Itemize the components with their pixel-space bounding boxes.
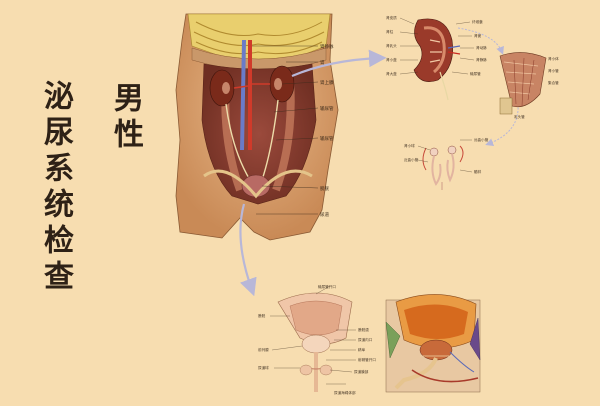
flow-arrows [239, 27, 519, 297]
svg-text:输尿管: 输尿管 [320, 105, 334, 112]
svg-text:纤维囊: 纤维囊 [472, 19, 483, 24]
svg-text:肾静脉: 肾静脉 [320, 43, 334, 50]
kidney-cross-section-illustration: 肾皮质 肾柱 肾乳头 肾小盏 肾大盏 纤维囊 肾窦 肾动脉 肾静脉 输尿管 [386, 15, 487, 101]
svg-text:膀胱: 膀胱 [320, 185, 329, 192]
svg-text:肾小体: 肾小体 [548, 56, 559, 61]
bladder-prostate-front-illustration: 膀胱 前列腺 尿道球 输尿管开口 膀胱颈 尿道内口 精阜 射精管开口 尿道膜部 … [258, 284, 376, 395]
svg-text:近曲小管: 近曲小管 [404, 157, 419, 162]
svg-text:尿道膜部: 尿道膜部 [354, 369, 369, 374]
svg-text:髓袢: 髓袢 [474, 169, 482, 174]
svg-text:膀胱颈: 膀胱颈 [358, 327, 369, 332]
svg-text:肾柱: 肾柱 [386, 29, 394, 34]
svg-text:集合管: 集合管 [548, 80, 559, 85]
svg-text:乳头管: 乳头管 [514, 114, 525, 119]
svg-text:输尿管: 输尿管 [470, 71, 481, 76]
svg-text:前列腺: 前列腺 [258, 347, 269, 352]
renal-tissue-magnified-illustration: 肾小体 肾小管 集合管 乳头管 [499, 52, 559, 119]
svg-text:射精管开口: 射精管开口 [358, 357, 376, 362]
svg-text:输尿管: 输尿管 [320, 135, 334, 142]
svg-text:尿道内口: 尿道内口 [358, 337, 373, 342]
svg-text:肾小盏: 肾小盏 [386, 57, 397, 62]
svg-text:肾小球: 肾小球 [404, 143, 415, 148]
svg-text:尿道海绵体部: 尿道海绵体部 [334, 390, 356, 395]
svg-text:尿道: 尿道 [320, 211, 329, 218]
svg-text:肾皮质: 肾皮质 [386, 15, 397, 20]
svg-text:肾小管: 肾小管 [548, 68, 559, 73]
svg-text:肾乳头: 肾乳头 [386, 43, 397, 48]
bladder-prostate-sagittal-illustration [385, 294, 481, 393]
svg-text:肾窦: 肾窦 [474, 33, 482, 38]
svg-text:输尿管开口: 输尿管开口 [318, 284, 336, 289]
svg-text:精阜: 精阜 [358, 347, 366, 352]
title-main-vertical: 泌尿系统检查 [38, 80, 73, 296]
svg-text:肾: 肾 [320, 59, 325, 66]
nephron-diagram-illustration: 肾小球 近曲小管 远曲小管 髓袢 [404, 137, 489, 190]
svg-text:肾大盏: 肾大盏 [386, 71, 397, 76]
svg-text:肾动脉: 肾动脉 [476, 45, 487, 50]
svg-text:远曲小管: 远曲小管 [474, 137, 489, 142]
svg-text:膀胱: 膀胱 [258, 313, 266, 318]
svg-text:尿道球: 尿道球 [258, 365, 269, 370]
svg-text:肾上腺: 肾上腺 [320, 79, 334, 86]
urinary-system-torso-illustration: 肾静脉 肾 肾上腺 输尿管 输尿管 膀胱 尿道 [175, 13, 339, 241]
svg-text:肾静脉: 肾静脉 [476, 57, 487, 62]
title-sub-vertical: 男性 [108, 82, 143, 154]
